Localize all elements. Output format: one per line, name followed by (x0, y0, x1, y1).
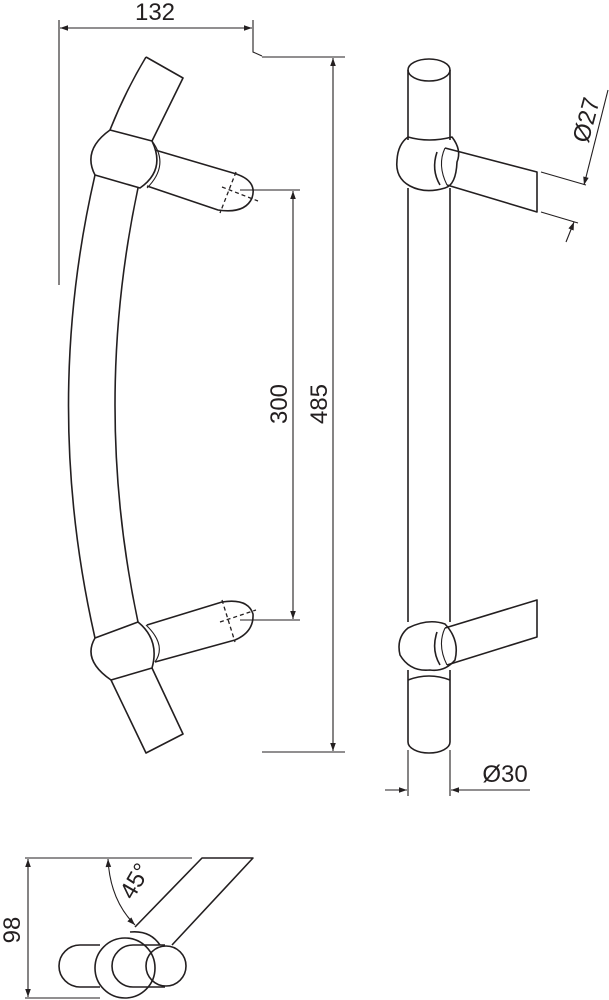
side-top-leg (444, 147, 538, 213)
projection-label: 98 (0, 917, 26, 944)
bar-top-cap (407, 58, 451, 82)
leg-diameter-label: Ø27 (568, 95, 606, 146)
front-view: 132 485 300 (58, 0, 345, 754)
bar-diameter-label: Ø30 (482, 761, 527, 788)
curved-bar-inner (114, 187, 139, 623)
top-leg (146, 149, 254, 212)
angle-label: 45° (115, 859, 157, 904)
angle-arc (105, 858, 136, 926)
angled-leg (134, 857, 254, 946)
joint-cross-section (94, 937, 156, 999)
top-end-segment (145, 56, 184, 142)
bottom-end-segment (110, 667, 184, 754)
leg-cross-section (145, 945, 187, 987)
side-bottom-joint (398, 620, 458, 672)
bar-cross-section-left (58, 944, 100, 988)
curved-bar-outer (67, 174, 96, 639)
width-dimension-label: 132 (135, 0, 175, 26)
leg-diameter-dimension-line (583, 89, 609, 186)
side-top-joint (395, 136, 460, 192)
bottom-leg (146, 600, 254, 663)
center-distance-dimension-label: 300 (266, 384, 293, 424)
side-view: Ø27 Ø30 (385, 58, 609, 796)
length-dimension-label: 485 (306, 384, 333, 424)
side-bottom-leg (444, 599, 538, 666)
top-joint (90, 129, 158, 189)
bottom-joint (90, 621, 155, 681)
top-view: 98 45° (0, 857, 254, 999)
bar-body (407, 188, 451, 622)
bar-bottom-cap (407, 741, 451, 754)
